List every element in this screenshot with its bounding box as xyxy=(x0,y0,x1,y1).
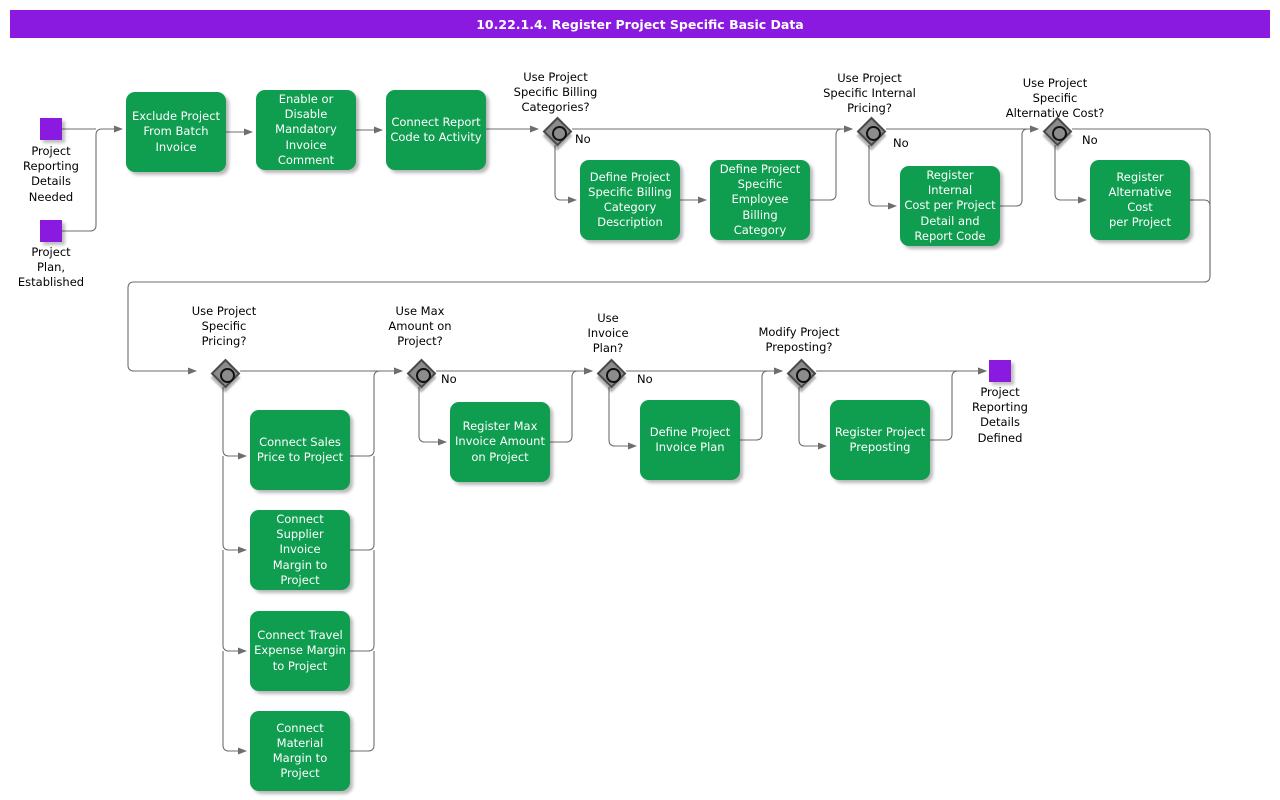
edge-label-no-alternative-cost: No xyxy=(1082,133,1098,147)
gateway-use-project-specific-billing-categories[interactable] xyxy=(542,116,574,148)
gateway-use-max-amount-on-project[interactable] xyxy=(406,358,438,390)
task-register-internal-cost-per-project-detail-and-report-code[interactable]: Register Internal Cost per Project Detai… xyxy=(900,166,1000,246)
gateway-use-project-specific-internal-pricing[interactable] xyxy=(856,116,888,148)
task-exclude-project-from-batch-invoice[interactable]: Exclude Project From Batch Invoice xyxy=(126,92,226,172)
task-register-max-invoice-amount-on-project[interactable]: Register Max Invoice Amount on Project xyxy=(450,402,550,482)
start-event-project-reporting-details-needed[interactable] xyxy=(40,118,62,140)
gateway-inclusive-ring-icon xyxy=(796,368,811,383)
task-enable-or-disable-mandatory-invoice-comment[interactable]: Enable or Disable Mandatory Invoice Comm… xyxy=(256,90,356,170)
gateway-inclusive-ring-icon xyxy=(866,126,881,141)
gateway-use-project-specific-pricing[interactable] xyxy=(210,358,242,390)
task-define-project-specific-billing-category-description[interactable]: Define Project Specific Billing Category… xyxy=(580,160,680,240)
gateway-inclusive-ring-icon xyxy=(220,368,235,383)
task-connect-supplier-invoice-margin-to-project[interactable]: Connect Supplier Invoice Margin to Proje… xyxy=(250,510,350,590)
gateway-label-billing-categories: Use Project Specific Billing Categories? xyxy=(513,70,598,115)
task-connect-material-margin-to-project[interactable]: Connect Material Margin to Project xyxy=(250,711,350,791)
gateway-label-specific-pricing: Use Project Specific Pricing? xyxy=(191,304,257,349)
task-connect-travel-expense-margin-to-project[interactable]: Connect Travel Expense Margin to Project xyxy=(250,611,350,691)
gateway-inclusive-ring-icon xyxy=(552,126,567,141)
gateway-label-alternative-cost: Use Project Specific Alternative Cost? xyxy=(1005,76,1105,121)
end-event-project-reporting-details-defined[interactable] xyxy=(989,360,1011,382)
gateway-label-invoice-plan: Use Invoice Plan? xyxy=(587,311,629,356)
gateway-label-internal-pricing: Use Project Specific Internal Pricing? xyxy=(823,71,916,116)
page-title: 10.22.1.4. Register Project Specific Bas… xyxy=(10,10,1270,38)
gateway-inclusive-ring-icon xyxy=(416,368,431,383)
end-event-label-defined: Project Reporting Details Defined xyxy=(972,385,1028,445)
task-connect-report-code-to-activity[interactable]: Connect Report Code to Activity xyxy=(386,90,486,170)
edge-label-no-max-amount: No xyxy=(441,372,457,386)
edge-label-no-internal-pricing: No xyxy=(893,136,909,150)
task-register-alternative-cost-per-project[interactable]: Register Alternative Cost per Project xyxy=(1090,160,1190,240)
gateway-use-invoice-plan[interactable] xyxy=(596,358,628,390)
task-connect-sales-price-to-project[interactable]: Connect Sales Price to Project xyxy=(250,410,350,490)
task-define-project-invoice-plan[interactable]: Define Project Invoice Plan xyxy=(640,400,740,480)
task-register-project-preposting[interactable]: Register Project Preposting xyxy=(830,400,930,480)
edge-label-no-invoice-plan: No xyxy=(637,372,653,386)
gateway-use-project-specific-alternative-cost[interactable] xyxy=(1042,116,1074,148)
start-event-label-reporting: Project Reporting Details Needed xyxy=(23,144,79,204)
task-define-project-specific-employee-billing-category[interactable]: Define Project Specific Employee Billing… xyxy=(710,160,810,240)
gateway-inclusive-ring-icon xyxy=(1052,126,1067,141)
edge-label-no-billing-categories: No xyxy=(575,132,591,146)
gateway-label-modify-preposting: Modify Project Preposting? xyxy=(758,325,840,355)
gateway-modify-project-preposting[interactable] xyxy=(786,358,818,390)
gateway-label-max-amount: Use Max Amount on Project? xyxy=(388,304,452,349)
gateway-inclusive-ring-icon xyxy=(606,368,621,383)
start-event-label-plan: Project Plan, Established xyxy=(17,245,85,290)
start-event-project-plan-established[interactable] xyxy=(40,220,62,242)
